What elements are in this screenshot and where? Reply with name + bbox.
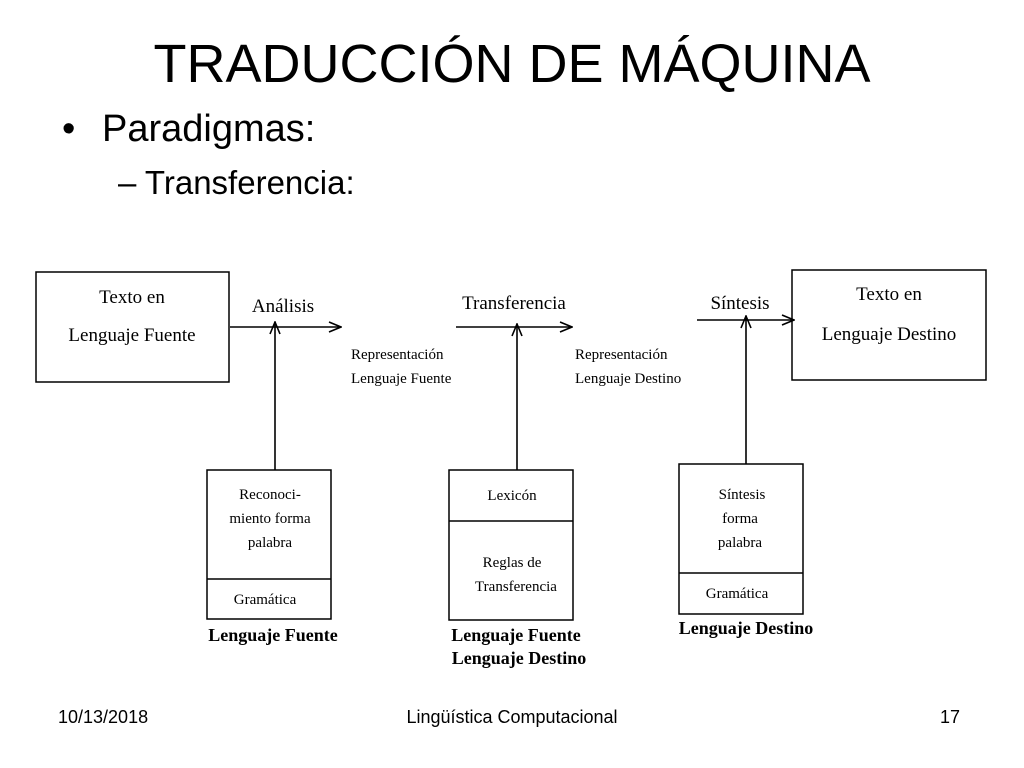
module-left-line2: miento forma bbox=[229, 511, 311, 527]
module-left-line3: palabra bbox=[248, 535, 292, 551]
source-text-box-frame bbox=[35, 271, 230, 383]
module-left-line1: Reconoci- bbox=[239, 487, 301, 503]
stage-label-analysis: Análisis bbox=[252, 296, 314, 317]
module-right-grammar: Gramática bbox=[706, 586, 769, 602]
module-right: Síntesis forma palabra Gramática Lenguaj… bbox=[678, 463, 814, 638]
module-mid-caption-line2: Lenguaje Destino bbox=[452, 648, 587, 668]
module-right-line3: palabra bbox=[718, 535, 762, 551]
bullet-dot: • bbox=[62, 108, 76, 150]
repr-source-line1: Representación bbox=[351, 347, 444, 363]
target-text-box-line2: Lenguaje Destino bbox=[822, 324, 957, 345]
sub-bullet-transferencia: – Transferencia: bbox=[118, 164, 355, 201]
module-mid-caption-line1: Lenguaje Fuente bbox=[451, 625, 581, 645]
stage-label-transfer: Transferencia bbox=[462, 293, 566, 314]
source-text-box: Texto en Lenguaje Fuente bbox=[35, 271, 230, 383]
bullet-paradigmas: • Paradigmas: bbox=[62, 106, 315, 152]
slide-title: TRADUCCIÓN DE MÁQUINA bbox=[153, 34, 871, 94]
module-left-frame bbox=[206, 469, 332, 620]
module-left-grammar: Gramática bbox=[234, 592, 297, 608]
footer-page-number: 17 bbox=[940, 707, 961, 727]
module-right-frame bbox=[678, 463, 804, 615]
stage-label-synthesis: Síntesis bbox=[710, 293, 769, 314]
module-mid-rules-line2: Transferencia bbox=[475, 579, 557, 595]
bullet-paradigmas-label: Paradigmas: bbox=[102, 108, 316, 150]
repr-source-line2: Lenguaje Fuente bbox=[351, 371, 452, 387]
module-mid-frame bbox=[448, 469, 574, 621]
module-right-line1: Síntesis bbox=[719, 487, 766, 503]
module-left: Reconoci- miento forma palabra Gramática… bbox=[206, 469, 338, 645]
repr-target-line2: Lenguaje Destino bbox=[575, 371, 681, 387]
module-left-caption: Lenguaje Fuente bbox=[208, 625, 338, 645]
source-text-box-line2: Lenguaje Fuente bbox=[68, 325, 195, 346]
repr-target-line1: Representación bbox=[575, 347, 668, 363]
source-text-box-line1: Texto en bbox=[99, 287, 165, 308]
module-mid-rules-line1: Reglas de bbox=[483, 555, 542, 571]
module-right-line2: forma bbox=[722, 511, 758, 527]
module-mid-lexicon: Lexicón bbox=[487, 488, 537, 504]
footer-date: 10/13/2018 bbox=[58, 707, 149, 727]
target-text-box-line1: Texto en bbox=[856, 284, 922, 305]
module-mid: Lexicón Reglas de Transferencia Lenguaje… bbox=[448, 469, 587, 668]
target-text-box: Texto en Lenguaje Destino bbox=[791, 269, 987, 381]
footer-course-title: Lingüística Computacional bbox=[406, 707, 618, 727]
module-right-caption: Lenguaje Destino bbox=[679, 618, 814, 638]
